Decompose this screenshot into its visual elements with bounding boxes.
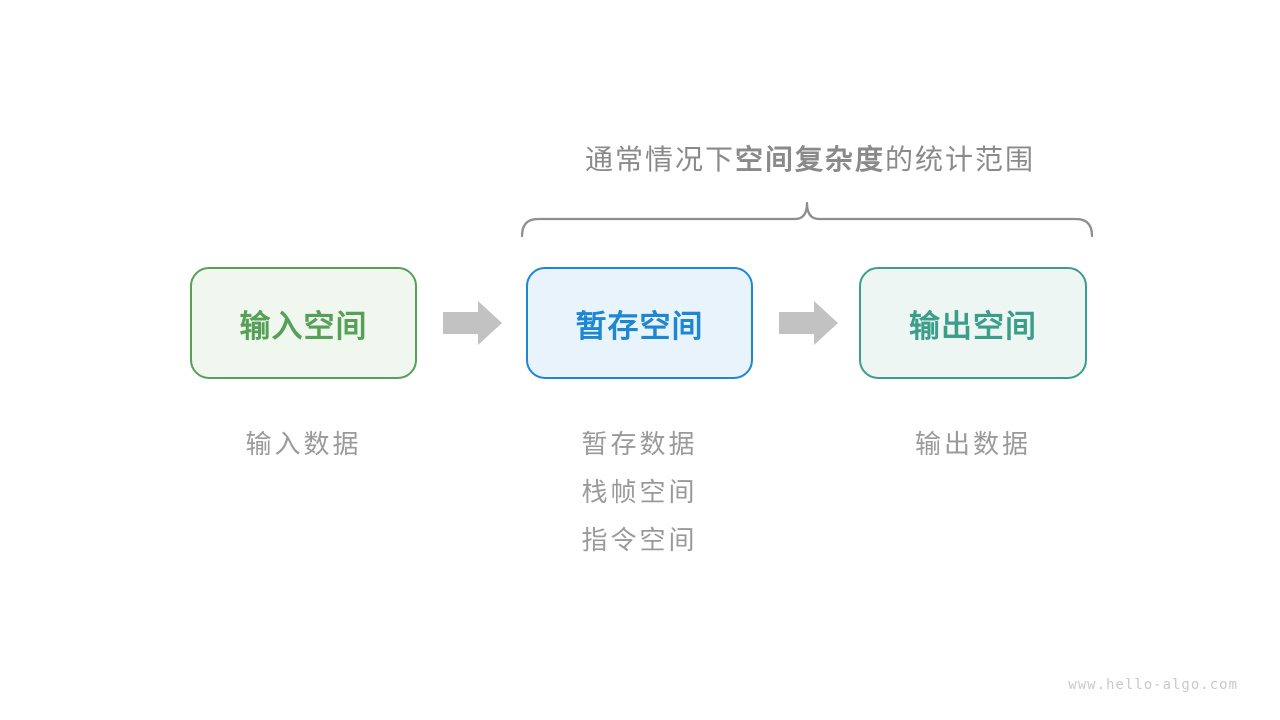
scope-title: 通常情况下空间复杂度的统计范围 (510, 143, 1110, 177)
temp-space-label: 暂存空间 (575, 308, 704, 344)
curly-brace-path (521, 201, 1093, 238)
scope-title-bold: 空间复杂度 (734, 144, 885, 175)
arrow-right-icon (779, 301, 838, 345)
curly-brace-icon (521, 201, 1093, 238)
scope-title-prefix: 通常情况下 (584, 144, 735, 175)
output-space-label: 输出空间 (909, 308, 1037, 344)
input-space-note: 输入数据 (190, 420, 417, 468)
watermark: www.hello-algo.com (1068, 677, 1238, 693)
arrow-right-icon (443, 301, 502, 345)
input-space-label: 输入空间 (239, 308, 368, 344)
output-space-note: 输出数据 (859, 420, 1087, 468)
input-space-box: 输入空间 (190, 267, 417, 379)
note-line: 输出数据 (914, 429, 1031, 459)
note-line: 暂存数据 (581, 429, 698, 459)
note-line: 输入数据 (245, 429, 362, 459)
note-line: 栈帧空间 (581, 477, 698, 507)
arrow-right-shape (779, 301, 838, 345)
temp-space-box: 暂存空间 (526, 267, 753, 379)
output-space-box: 输出空间 (859, 267, 1087, 379)
temp-space-note: 暂存数据 栈帧空间 指令空间 (526, 420, 753, 564)
arrow-right-shape (443, 301, 502, 345)
scope-title-suffix: 的统计范围 (885, 144, 1036, 175)
note-line: 指令空间 (581, 525, 698, 555)
